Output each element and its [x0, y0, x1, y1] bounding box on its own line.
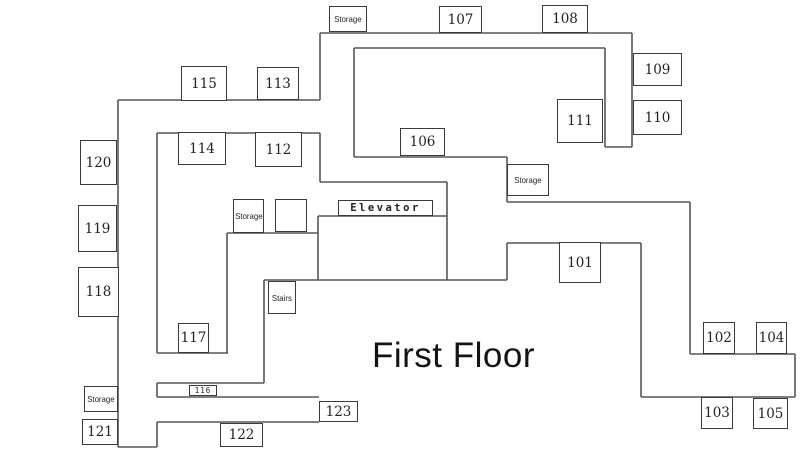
room-116: 116 [189, 385, 217, 396]
room-104: 104 [756, 322, 787, 354]
room-unlabeled-box [275, 199, 307, 232]
room-106: 106 [400, 128, 445, 156]
room-115: 115 [181, 66, 227, 101]
room-storage-top-label: Storage [334, 14, 362, 24]
room-107: 107 [439, 6, 482, 33]
room-elevator: Elevator [338, 200, 433, 216]
room-110: 110 [633, 100, 682, 135]
room-114-label: 114 [189, 140, 215, 157]
room-116-label: 116 [194, 386, 212, 395]
room-stairs: Stairs [268, 281, 296, 314]
room-113-label: 113 [265, 75, 291, 92]
room-119-label: 119 [84, 220, 111, 237]
room-117-label: 117 [180, 330, 207, 346]
room-101: 101 [559, 242, 601, 283]
room-104-label: 104 [758, 330, 785, 346]
room-113: 113 [257, 67, 299, 100]
room-117: 117 [178, 323, 209, 353]
room-122: 122 [220, 423, 263, 447]
room-102-label: 102 [706, 330, 732, 346]
room-103-label: 103 [704, 405, 730, 421]
room-102: 102 [703, 322, 735, 354]
room-118-label: 118 [85, 284, 112, 300]
room-105: 105 [753, 398, 788, 429]
room-118: 118 [78, 267, 119, 317]
room-112-label: 112 [265, 141, 292, 158]
room-121-label: 121 [87, 424, 113, 440]
room-110-label: 110 [644, 109, 671, 126]
room-103: 103 [701, 397, 733, 429]
room-storage-right-label: Storage [514, 175, 542, 185]
room-120: 120 [80, 140, 117, 185]
room-storage-middle: Storage [233, 199, 264, 233]
room-107-label: 107 [447, 11, 474, 28]
room-111-label: 111 [567, 113, 593, 129]
room-109: 109 [633, 53, 682, 86]
room-109-label: 109 [644, 61, 671, 78]
room-121: 121 [82, 419, 118, 445]
room-elevator-label: Elevator [350, 202, 421, 214]
room-111: 111 [557, 99, 603, 143]
room-115-label: 115 [191, 75, 217, 92]
room-storage-bottom-label: Storage [87, 394, 115, 404]
room-storage-middle-label: Storage [234, 211, 263, 221]
room-114: 114 [178, 132, 226, 165]
room-storage-top: Storage [329, 6, 367, 32]
room-106-label: 106 [409, 134, 436, 150]
room-108: 108 [542, 5, 588, 33]
room-105-label: 105 [757, 405, 784, 422]
room-108-label: 108 [552, 11, 578, 27]
room-123: 123 [319, 401, 358, 422]
room-119: 119 [78, 205, 117, 252]
room-123-label: 123 [325, 403, 352, 420]
room-stairs-label: Stairs [271, 292, 292, 303]
room-storage-right: Storage [507, 164, 549, 196]
room-112: 112 [255, 132, 302, 167]
room-120-label: 120 [85, 154, 112, 171]
floor-title: First Floor [372, 336, 535, 375]
room-122-label: 122 [228, 427, 255, 443]
room-storage-bottom: Storage [84, 386, 118, 412]
room-101-label: 101 [567, 254, 593, 271]
